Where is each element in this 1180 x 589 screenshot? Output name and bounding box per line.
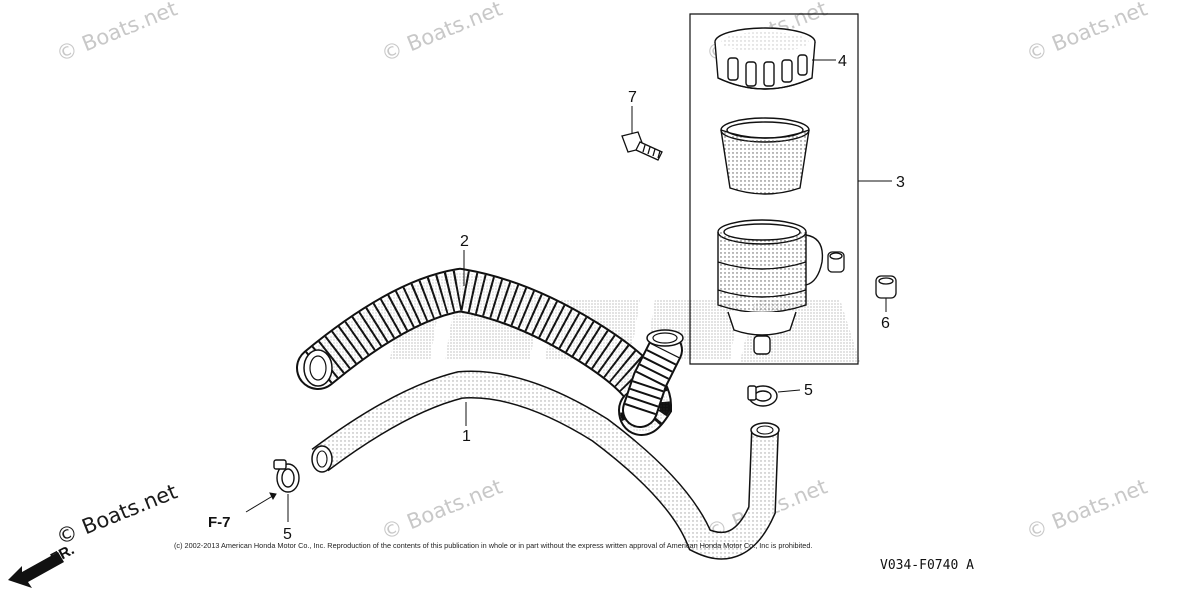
bowl-grommet xyxy=(827,251,845,273)
callout-5-lower: 5 xyxy=(283,526,292,543)
filter-bowl[interactable] xyxy=(717,219,824,355)
hose-clip-lower[interactable] xyxy=(273,459,300,493)
callout-5-upper: 5 xyxy=(804,382,813,399)
filter-cap[interactable] xyxy=(714,27,816,90)
callout-3: 3 xyxy=(896,174,905,191)
watermark-text: © Boats.net xyxy=(378,474,506,544)
bolt[interactable] xyxy=(621,131,663,161)
front-direction-arrow: FR. xyxy=(8,541,77,588)
watermark-text: © Boats.net xyxy=(378,0,506,67)
watermarks: © Boats.net © Boats.net © Boats.net © Bo… xyxy=(53,0,1151,550)
diagram-code: V034-F0740 A xyxy=(880,558,974,573)
callout-1: 1 xyxy=(462,428,471,445)
callouts: 2 1 3 4 7 6 5 5 xyxy=(283,53,905,543)
watermark-text: © Boats.net xyxy=(1023,0,1151,67)
leader-lines xyxy=(245,59,892,522)
callout-7: 7 xyxy=(628,89,637,106)
callout-4: 4 xyxy=(838,53,847,70)
hose-clip-upper[interactable] xyxy=(747,385,778,407)
copyright-notice: (c) 2002-2013 American Honda Motor Co., … xyxy=(174,541,812,550)
watermark-text: © Boats.net xyxy=(53,0,181,67)
filter-element[interactable] xyxy=(720,117,810,195)
watermark-text: © Boats.net xyxy=(53,479,181,549)
grommet[interactable] xyxy=(875,275,897,299)
fuel-hose[interactable] xyxy=(311,370,780,560)
callout-6: 6 xyxy=(881,315,890,332)
assembly-frame xyxy=(689,13,859,365)
watermark-text: © Boats.net xyxy=(1023,474,1151,544)
callout-2: 2 xyxy=(460,233,469,250)
corrugated-tube[interactable] xyxy=(296,267,684,436)
figure-reference: F-7 xyxy=(208,514,231,531)
